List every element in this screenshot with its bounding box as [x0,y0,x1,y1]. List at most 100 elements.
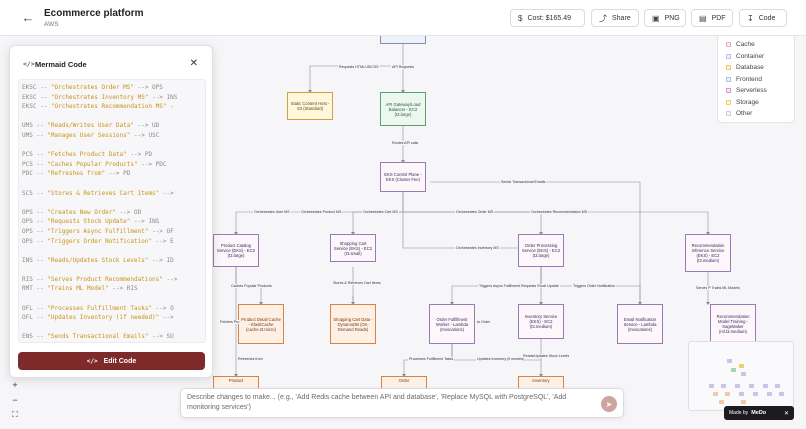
edge-label: Orchestrates Cart MS [362,210,399,214]
legend-swatch [726,65,731,71]
node-email-notification-service[interactable]: Email Notification Service - Lambda (Inv… [617,304,663,344]
edge-label: Orchestrates User MS [253,210,291,214]
node-api-gateway[interactable]: API Gateway/Load Balancer - EC2 (t3.larg… [380,92,426,126]
fit-view-icon[interactable]: ⛶ [12,410,18,419]
edge-label: Triggers Order Notification [572,284,617,288]
legend-swatch [726,88,731,94]
code-string: "Manages User Sessions" [47,131,131,139]
back-arrow-icon[interactable]: ← [21,10,35,25]
code-token: INS -- [22,256,48,264]
code-line: UMS -- "Reads/Writes User Data" --> UD [22,121,205,131]
code-string: "Serves Product Recommendations" [47,275,163,283]
file-text-icon: ▤ [699,13,707,23]
code-string: "Reads/Writes User Data" [47,122,134,130]
made-by-badge[interactable]: Made by MeDo ✕ [724,406,794,420]
node-eks-control-plane[interactable]: EKS Control Plane - EKS (Cluster Fee) [380,162,426,192]
cost-label: Cost: $165.49 [527,14,572,22]
code-line: OPS -- "Creates New Order" --> OD [22,208,205,218]
png-label: PNG [664,14,680,22]
zoom-out-button[interactable]: − [12,395,18,405]
code-token: --> PDC [137,160,167,168]
code-string: "Orchestrates Order MS" [50,84,134,91]
code-string: "Caches Popular Products" [47,160,138,168]
code-line: INS -- "Reads/Updates Stock Levels" --> … [22,256,205,266]
code-line [22,112,205,122]
node-cdn[interactable]: ... [380,34,426,44]
page-title: Ecommerce platform [44,8,144,19]
edge-label: Updates Inventory (if needed) [476,357,526,361]
code-token: OPS -- [22,227,48,235]
minimap[interactable] [688,341,794,411]
pdf-export-button[interactable]: ▤ PDF [691,9,733,27]
code-token: EKSC -- [22,93,51,101]
zoom-in-button[interactable]: + [12,380,18,390]
code-token: EKSC -- [22,84,51,91]
edge-label: Reads/Updates Stock Levels [522,354,571,358]
code-string: "Refreshes from" [47,170,106,178]
node-shopping-cart-service[interactable]: Shopping Cart Service (EKS) - EC2 (t3.sm… [330,234,376,262]
legend-item: Frontend [726,74,786,86]
legend-label: Cache [736,41,755,49]
dollar-icon: $ [518,13,523,23]
code-panel-title: Mermaid Code [35,60,87,69]
edge-label: Orchestrates Order MS [455,210,495,214]
mermaid-code-panel: </> Mermaid Code ✕ EKSC -- "Orchestrates… [9,45,213,378]
prompt-box: ➤ [180,388,624,418]
legend-item: Database [726,62,786,74]
send-icon[interactable]: ➤ [601,396,617,412]
node-product-detail-cache[interactable]: Product Detail Cache - ElastiCache (cach… [238,304,284,344]
code-token: --> O [152,304,174,312]
legend-swatch [726,99,731,105]
code-line [22,265,205,275]
code-download-button[interactable]: ↧ Code [739,9,787,27]
code-line [22,141,205,151]
code-token: --> ID [148,256,174,264]
code-token: --> OD [115,208,142,216]
cost-button[interactable]: $ Cost: $165.49 [510,9,585,27]
code-icon: </> [23,60,35,68]
code-token: SCS -- [22,189,48,197]
code-string: "Updates Inventory (if needed)" [47,314,160,322]
top-bar: ← Ecommerce platform AWS $ Cost: $165.49… [0,0,806,36]
code-line [22,294,205,304]
code-line [22,179,205,189]
code-token: UMS -- [22,131,48,139]
edge-label: API Requests [391,65,415,69]
code-line: OPS -- "Requests Stock Update" --> INS [22,217,205,227]
code-string: "Stores & Retrieves Cart Items" [47,189,160,197]
node-recommendation-inference-service[interactable]: Recommendation Inference Service (EKS) -… [685,234,731,272]
code-token: --> INS [130,218,160,226]
code-string: "Triggers Async Fulfillment" [47,227,149,235]
legend-item: Serverless [726,85,786,97]
code-line: RIS -- "Serves Product Recommendations" … [22,275,205,285]
legend-label: Container [736,52,765,60]
code-string: "Processes Fulfillment Tasks" [47,304,153,312]
node-inventory-service[interactable]: Inventory Service (EKS) - EC2 (t3.medium… [518,304,564,339]
code-token: UMS -- [22,122,48,130]
close-icon[interactable]: ✕ [189,58,198,69]
node-static-content-host[interactable]: Static Content Host - S3 (Standard) [287,92,333,120]
node-shopping-cart-data[interactable]: Shopping Cart Data - DynamoDB (On-Demand… [330,304,376,344]
edge-label: Orchestrates Product MS [300,210,343,214]
legend-swatch [726,111,731,117]
node-recommendation-model-training[interactable]: Recommendation Model Training - SageMake… [710,304,756,344]
download-icon: ↧ [747,13,754,23]
legend-item: Cache [726,39,786,51]
close-icon[interactable]: ✕ [783,410,789,417]
node-product-catalog-service[interactable]: Product Catalog Service (EKS) - EC2 (t3.… [213,234,259,267]
code-line: UMS -- "Manages User Sessions" --> USC [22,131,205,141]
legend-item: Other [726,108,786,120]
code-line: EKSC -- "Orchestrates Recommendation MS"… [22,102,205,112]
code-token: OPS -- [22,208,48,216]
png-export-button[interactable]: ▣ PNG [644,9,686,27]
edit-code-button[interactable]: </> Edit Code [18,352,205,370]
code-token: OFL -- [22,304,48,312]
prompt-input[interactable] [187,393,593,415]
node-order-processing-service[interactable]: Order Processing Service (EKS) - EC2 (t3… [518,234,564,267]
badge-prefix: Made by [729,410,749,416]
node-order-fulfillment-worker[interactable]: Order Fulfillment Worker - Lambda (Invoc… [429,304,475,344]
share-button[interactable]: ⤴ Share [591,9,639,27]
code-icon: </> [86,357,98,365]
code-token: PCS -- [22,151,48,159]
